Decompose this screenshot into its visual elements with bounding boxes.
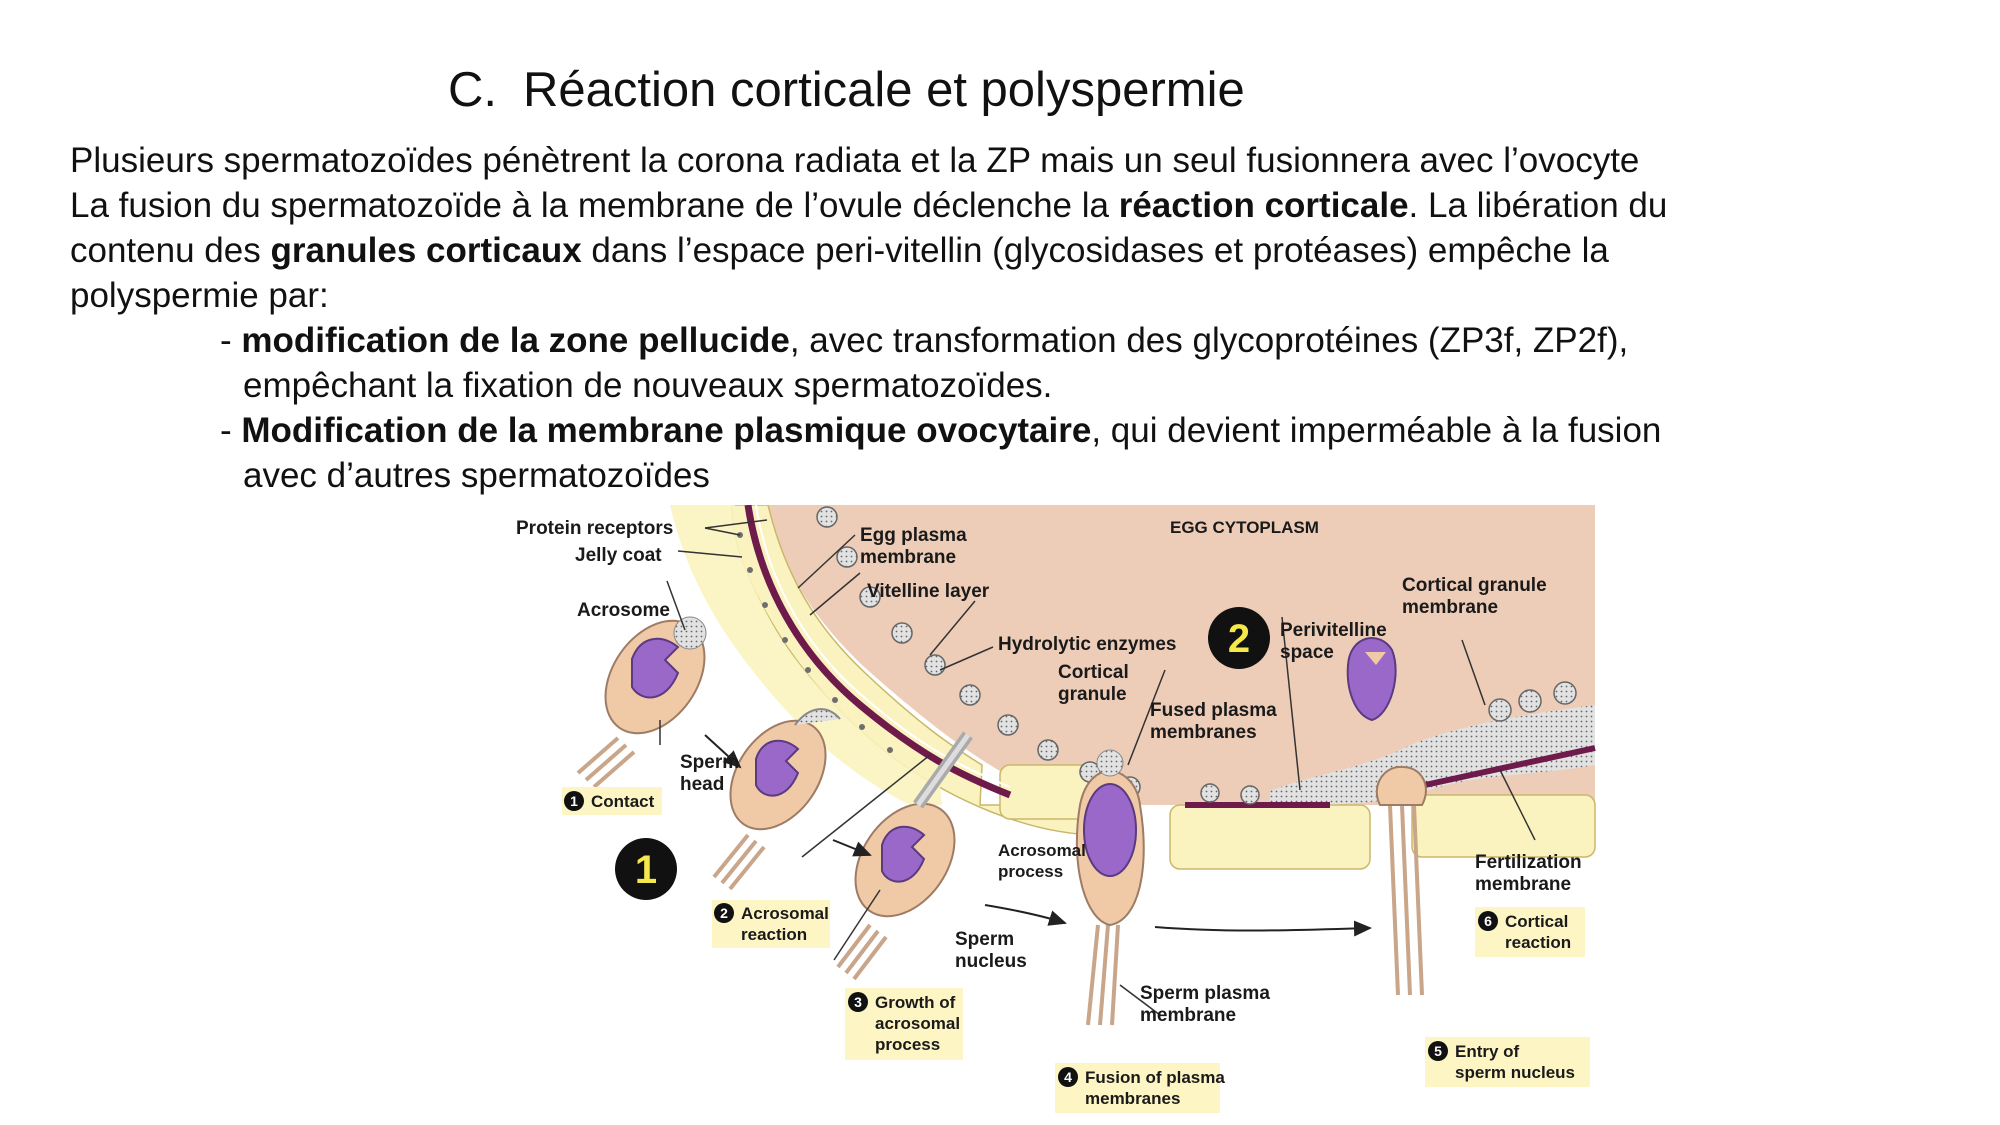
bullet-2: - Modification de la membrane plasmique …	[220, 408, 1661, 453]
label-cortical-granule-membrane-1: Cortical granule	[1402, 575, 1547, 596]
label-sperm-nucleus-2: nucleus	[955, 951, 1027, 972]
sperm-5	[1346, 637, 1427, 996]
bullet-1-dash: -	[220, 321, 242, 360]
label-hydrolytic-enzymes: Hydrolytic enzymes	[998, 634, 1176, 655]
para-line-2: La fusion du spermatozoïde à la membrane…	[70, 183, 1950, 228]
fertilization-diagram: 1 2 Protein receptors Jelly coat Acrosom…	[516, 505, 1596, 1113]
jelly-coat-outer	[670, 505, 942, 805]
step-2-line-2: reaction	[741, 925, 807, 944]
bullet-2-dash: -	[220, 411, 242, 450]
step-1-num: 1	[570, 793, 578, 809]
label-acrosomal-process-2: process	[998, 862, 1063, 881]
para-line-2-a: La fusion du spermatozoïde à la membrane…	[70, 186, 1119, 225]
bullet-1-continuation: empêchant la fixation de nouveaux sperma…	[243, 366, 1053, 405]
step-6-line-2: reaction	[1505, 933, 1571, 952]
vitelline-block-mid	[1169, 804, 1371, 870]
bullet-2-continuation: avec d’autres spermatozoïdes	[243, 456, 710, 495]
step-3-line-3: process	[875, 1035, 940, 1054]
para-line-2-bold: réaction corticale	[1118, 186, 1409, 225]
step-5-line-1: Entry of	[1455, 1042, 1520, 1061]
badge-2: 2	[1208, 607, 1270, 669]
bullet-1: - modification de la zone pellucide, ave…	[220, 318, 1661, 363]
step-3-line-1: Growth of	[875, 993, 956, 1012]
para-line-3-a: contenu des	[70, 231, 271, 270]
para-line-3-c: dans l’espace peri-vitellin (glycosidase…	[581, 231, 1609, 270]
label-protein-receptors: Protein receptors	[516, 518, 673, 539]
para-line-3: contenu des granules corticaux dans l’es…	[70, 228, 1950, 273]
bullet-1-bold: modification de la zone pellucide	[241, 321, 790, 360]
step-5: 5 Entry of sperm nucleus	[1425, 1037, 1590, 1087]
label-leaders	[659, 519, 1536, 1016]
label-fused-plasma-1: Fused plasma	[1150, 700, 1277, 721]
step-6: 6 Cortical reaction	[1475, 907, 1585, 957]
step-4-line-2: membranes	[1085, 1089, 1180, 1108]
step-4-line-1: Fusion of plasma	[1085, 1068, 1225, 1087]
label-fused-plasma-2: membranes	[1150, 722, 1257, 743]
egg-cytoplasm	[768, 505, 1595, 805]
step-5-num: 5	[1434, 1043, 1442, 1059]
label-cortical-granule-1: Cortical	[1058, 662, 1129, 683]
para-line-1: Plusieurs spermatozoïdes pénètrent la co…	[70, 141, 1640, 180]
perivitelline-cloud	[1270, 705, 1595, 805]
label-acrosomal-process-1: Acrosomal	[998, 841, 1086, 860]
step-4: 4 Fusion of plasma membranes	[1055, 1063, 1225, 1113]
step-1-line-1: Contact	[591, 792, 655, 811]
process-arrows	[704, 734, 1372, 937]
badge-1: 1	[615, 838, 677, 900]
egg-plasma-membrane	[744, 505, 1012, 799]
label-fertilization-membrane-1: Fertilization	[1475, 852, 1582, 873]
label-cortical-granule-membrane-2: membrane	[1402, 597, 1498, 618]
step-1: 1 Contact	[562, 787, 662, 815]
step-2-num: 2	[720, 905, 728, 921]
egg-plasma-membrane-inner	[755, 505, 1011, 788]
label-acrosome: Acrosome	[577, 600, 670, 621]
bullet-1-rest: , avec transformation des glycoprotéines…	[789, 321, 1629, 360]
label-egg-plasma-2: membrane	[860, 547, 956, 568]
step-3: 3 Growth of acrosomal process	[845, 988, 963, 1060]
label-sperm-head-1: Sperm	[680, 752, 739, 773]
badge-1-text: 1	[635, 848, 657, 892]
bullet-2-bold: Modification de la membrane plasmique ov…	[241, 411, 1092, 450]
sperm-2	[712, 708, 841, 891]
label-sperm-head-2: head	[680, 774, 724, 795]
step-3-line-2: acrosomal	[875, 1014, 960, 1033]
label-perivitelline-2: space	[1280, 642, 1334, 663]
protein-receptor-dots	[737, 532, 893, 753]
label-vitelline-layer: Vitelline layer	[867, 581, 990, 602]
label-sperm-nucleus-1: Sperm	[955, 929, 1014, 950]
step-5-line-2: sperm nucleus	[1455, 1063, 1575, 1082]
badge-2-text: 2	[1228, 617, 1250, 661]
label-sperm-plasma-2: membrane	[1140, 1005, 1236, 1026]
para-line-3-bold: granules corticaux	[270, 231, 582, 270]
sperm-4	[1075, 749, 1145, 1026]
sperm-1	[576, 616, 707, 789]
title-letter: C.	[448, 63, 497, 117]
label-cortical-granule-2: granule	[1058, 684, 1127, 705]
step-2-line-1: Acrosomal	[741, 904, 829, 923]
label-fertilization-membrane-2: membrane	[1475, 874, 1571, 895]
vitelline-block-right	[1411, 794, 1596, 858]
fertilization-membrane-segment	[1424, 745, 1596, 788]
sperm-3	[836, 731, 973, 981]
slide-title: C. Réaction corticale et polyspermie	[448, 62, 1245, 118]
step-6-num: 6	[1484, 913, 1492, 929]
label-perivitelline-1: Perivitelline	[1280, 620, 1387, 641]
bullet-2-rest: , qui devient imperméable à la fusion	[1091, 411, 1662, 450]
step-3-num: 3	[854, 994, 862, 1010]
step-2: 2 Acrosomal reaction	[712, 900, 830, 948]
intro-paragraph: Plusieurs spermatozoïdes pénètrent la co…	[70, 138, 1950, 318]
label-sperm-plasma-1: Sperm plasma	[1140, 983, 1270, 1004]
bullet-list: - modification de la zone pellucide, ave…	[220, 318, 1661, 498]
title-text: Réaction corticale et polyspermie	[523, 63, 1245, 117]
step-4-num: 4	[1064, 1069, 1072, 1085]
label-egg-plasma-1: Egg plasma	[860, 525, 967, 546]
label-jelly-coat: Jelly coat	[575, 545, 662, 566]
para-line-2-c: . La libération du	[1408, 186, 1668, 225]
label-egg-cytoplasm: EGG CYTOPLASM	[1170, 518, 1319, 537]
step-6-line-1: Cortical	[1505, 912, 1568, 931]
para-line-4: polyspermie par:	[70, 276, 329, 315]
